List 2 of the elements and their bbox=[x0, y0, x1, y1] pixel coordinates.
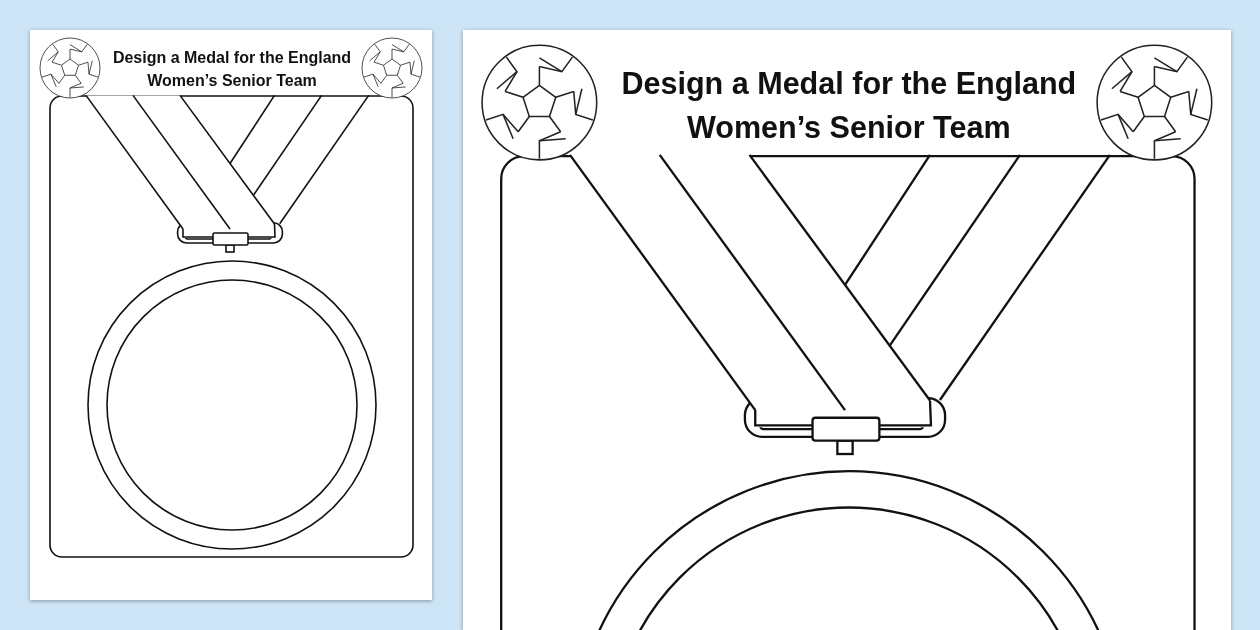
worksheet-title: Design a Medal for the England Women’s Senior Team bbox=[620, 64, 1078, 146]
worksheet-title: Design a Medal for the England Women’s Senior Team bbox=[111, 48, 353, 92]
